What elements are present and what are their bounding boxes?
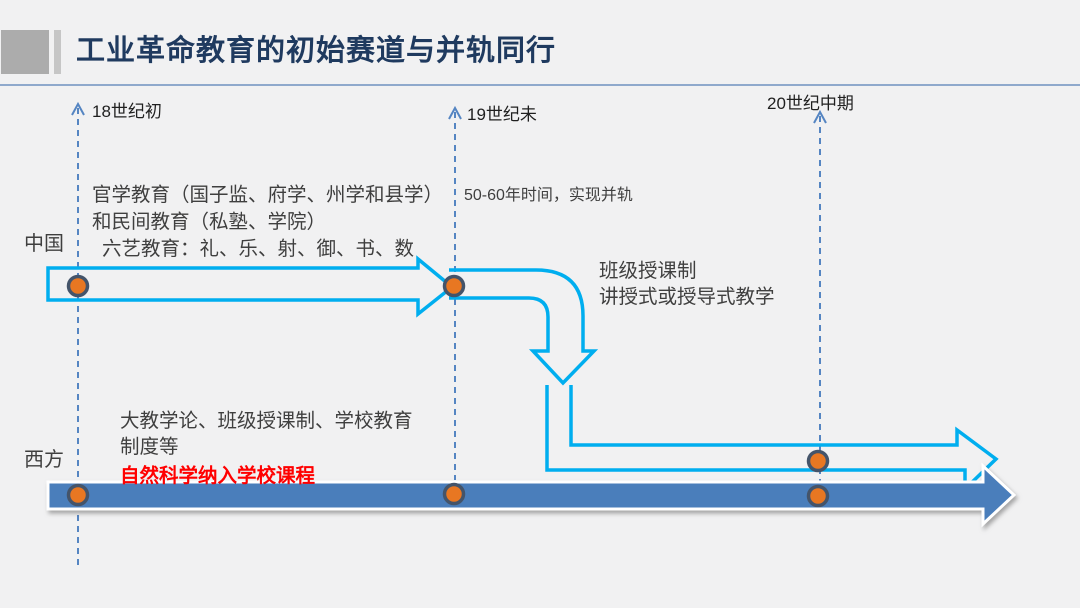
china-track-arrow <box>46 255 455 318</box>
milestone-dot-china-18th <box>66 274 90 298</box>
merge-result-text: 班级授课制 讲授式或授导式教学 <box>599 258 775 310</box>
up-arrow-icon <box>448 105 462 120</box>
milestone-dot-west-19th <box>442 482 466 506</box>
marker-label-19th-century: 19世纪未 <box>467 105 537 124</box>
china-row-label: 中国 <box>24 233 64 255</box>
china-description-line: 官学教育（国子监、府学、州学和县学） <box>92 184 444 206</box>
milestone-dot-merge-20th <box>806 449 830 473</box>
west-description: 大教学论、班级授课制、学校教育 制度等 自然科学纳入学校课程 <box>120 408 413 489</box>
merge-duration-note: 50-60年时间，实现并轨 <box>464 187 633 204</box>
milestone-dot-west-20th <box>806 484 830 508</box>
header-divider-line <box>0 84 1080 86</box>
west-track-arrow <box>46 462 1017 528</box>
merge-elbow-right-arrow <box>545 385 999 494</box>
milestone-dot-china-19th <box>442 274 466 298</box>
dashed-marker-line-20th-century <box>813 109 827 482</box>
merge-bend-down-arrow <box>449 268 599 386</box>
china-description-line: 六艺教育：礼、乐、射、御、书、数 <box>102 238 415 260</box>
up-arrow-icon <box>71 101 85 116</box>
dashed-marker-line-19th-century <box>448 105 462 480</box>
merge-result-line: 讲授式或授导式教学 <box>599 286 775 308</box>
corner-decoration-bar <box>54 30 61 74</box>
marker-label-18th-century: 18世纪初 <box>92 102 162 121</box>
china-description: 官学教育（国子监、府学、州学和县学） 和民间教育（私塾、学院） 六艺教育：礼、乐… <box>92 182 443 263</box>
west-description-line: 制度等 <box>120 436 179 458</box>
china-description-line: 和民间教育（私塾、学院） <box>92 211 327 233</box>
west-description-line: 大教学论、班级授课制、学校教育 <box>120 410 413 432</box>
up-arrow-icon <box>813 109 827 124</box>
merge-result-line: 班级授课制 <box>599 260 697 282</box>
corner-decoration-block <box>1 30 49 74</box>
marker-label-20th-century: 20世纪中期 <box>767 94 854 113</box>
west-row-label: 西方 <box>24 449 64 471</box>
west-highlight-text: 自然科学纳入学校课程 <box>120 465 316 487</box>
milestone-dot-west-18th <box>66 483 90 507</box>
slide-title: 工业革命教育的初始赛道与并轨同行 <box>76 35 557 67</box>
